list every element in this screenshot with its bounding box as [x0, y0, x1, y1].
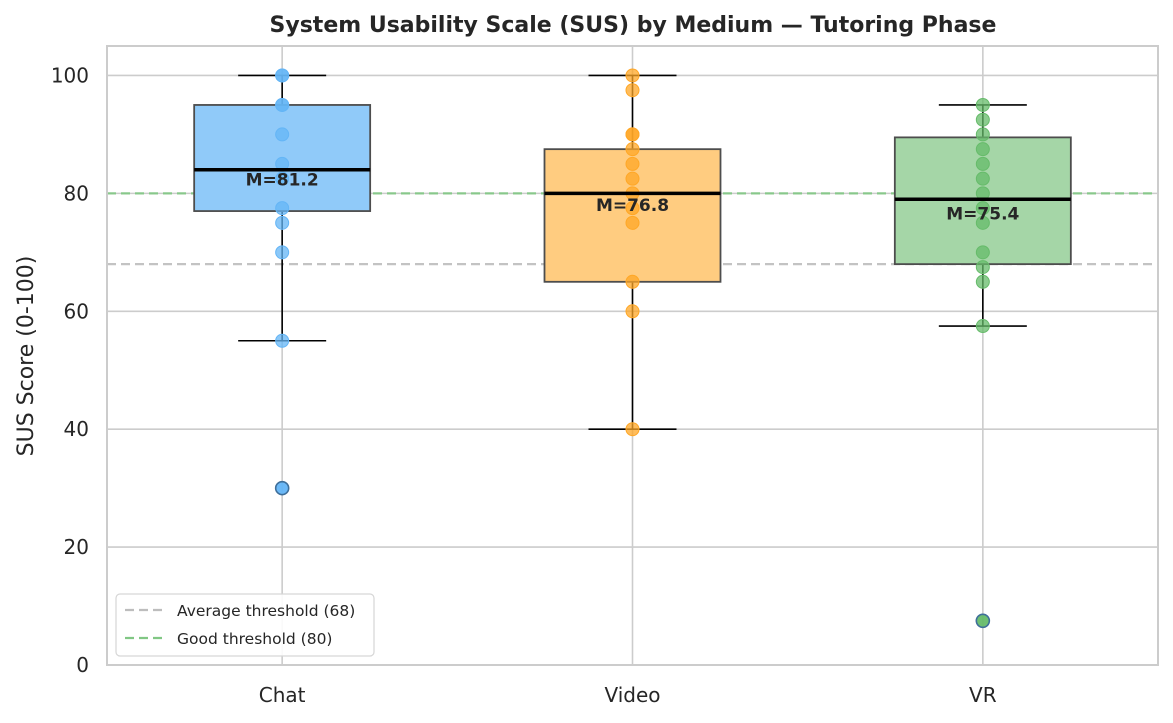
data-point [625, 68, 640, 83]
box-group-chat: M=81.2 [193, 68, 372, 496]
data-point [625, 274, 640, 289]
data-point [625, 201, 640, 216]
data-point [975, 97, 990, 112]
data-point [275, 333, 290, 348]
data-point [975, 156, 990, 171]
box [543, 148, 722, 283]
legend-label: Average threshold (68) [177, 602, 355, 620]
y-tick-label: 40 [64, 417, 89, 441]
y-tick-label: 100 [51, 63, 89, 87]
data-point [275, 171, 290, 186]
mean-label: M=75.4 [946, 204, 1019, 224]
box-group-video: M=76.8 [543, 68, 722, 437]
data-point [975, 215, 990, 230]
x-tick-label: Video [604, 683, 660, 707]
data-point [275, 68, 290, 83]
plot-frame [106, 45, 1159, 666]
data-point [975, 319, 990, 334]
data-point [625, 83, 640, 98]
data-point [625, 156, 640, 171]
data-point [975, 112, 990, 127]
legend-frame [115, 593, 375, 657]
chart-title: System Usability Scale (SUS) by Medium —… [270, 13, 997, 38]
y-tick-label: 60 [64, 299, 89, 323]
data-point [625, 304, 640, 319]
x-tick-label: Chat [259, 683, 306, 707]
y-axis-label: SUS Score (0-100) [14, 256, 39, 457]
outlier-point [975, 613, 991, 629]
data-point [275, 201, 290, 216]
y-tick-label: 80 [64, 181, 89, 205]
outlier-point [274, 480, 290, 496]
data-point [275, 245, 290, 260]
legend: Average threshold (68) Good threshold (80… [115, 593, 375, 657]
data-point [975, 127, 990, 142]
data-point [275, 127, 290, 142]
data-point [975, 260, 990, 275]
data-point [975, 245, 990, 260]
box-group-vr: M=75.4 [893, 97, 1072, 629]
data-point [975, 171, 990, 186]
data-point [625, 422, 640, 437]
data-point [975, 201, 990, 216]
data-point [625, 171, 640, 186]
data-point [625, 127, 640, 142]
mean-label: M=81.2 [246, 170, 319, 190]
data-point [975, 274, 990, 289]
data-point [625, 142, 640, 157]
legend-label: Good threshold (80) [177, 630, 332, 648]
mean-label: M=76.8 [596, 196, 669, 216]
data-point [625, 215, 640, 230]
data-point [275, 97, 290, 112]
y-tick-label: 20 [64, 535, 89, 559]
data-point [275, 215, 290, 230]
y-tick-label: 0 [76, 653, 89, 677]
x-tick-label: VR [969, 683, 997, 707]
data-point [975, 142, 990, 157]
